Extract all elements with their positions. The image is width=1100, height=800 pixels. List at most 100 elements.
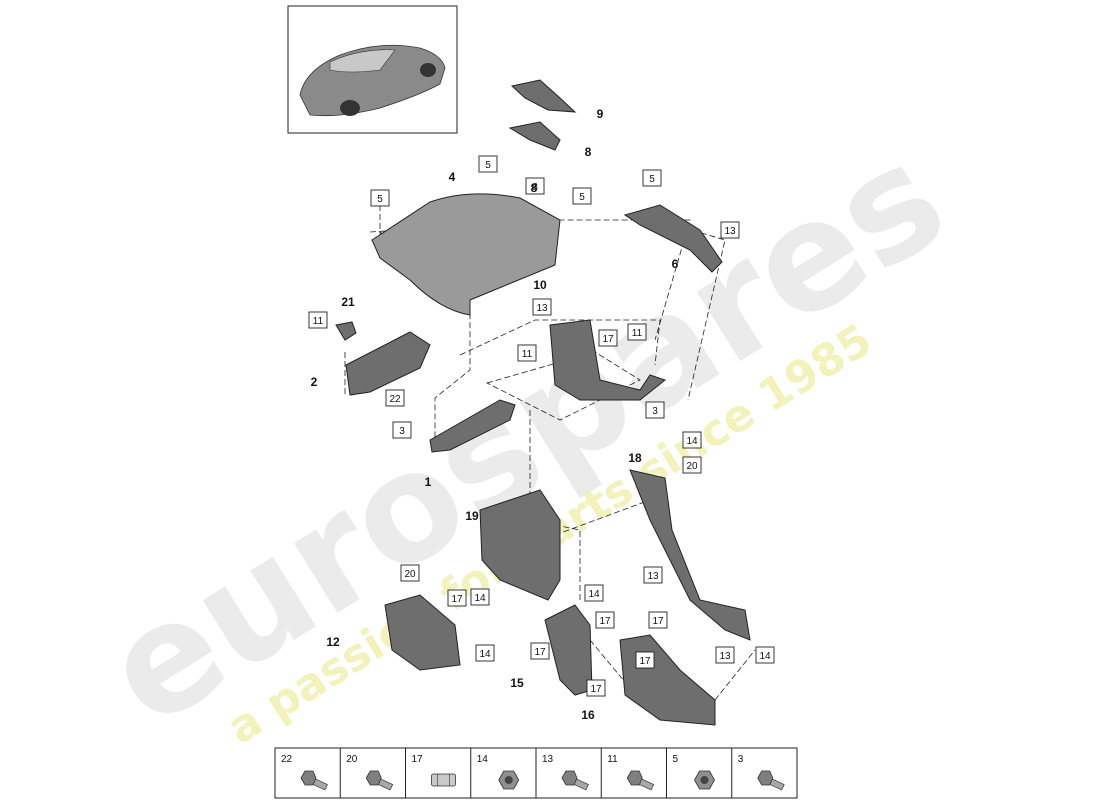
part-4-heat-shield: [371, 193, 561, 316]
callout-box-frame: [572, 187, 592, 205]
part-shapes: [335, 79, 751, 726]
callout-box: 3: [392, 421, 412, 439]
callout-box-frame: [682, 456, 702, 474]
callout-box-label: 17: [534, 647, 546, 658]
legend-cell: 13: [535, 748, 589, 798]
callout-box: 8: [525, 177, 545, 195]
callout-number: 4: [449, 170, 456, 184]
part-16: [619, 634, 716, 726]
part-9: [510, 79, 577, 113]
callout-box-label: 11: [313, 316, 324, 327]
callout-box: 13: [715, 646, 735, 664]
bolt-short-icon: [626, 770, 655, 791]
nut-icon: [694, 770, 715, 790]
callout-box: 14: [475, 644, 495, 662]
part-2: [345, 331, 431, 396]
callout-number: 10: [533, 278, 547, 292]
callout-box: 14: [755, 646, 775, 664]
part-6: [623, 204, 723, 273]
callout-box-frame: [627, 323, 647, 341]
callout-box-label: 11: [522, 349, 533, 360]
callout-box-frame: [478, 155, 498, 173]
callout-box-label: 17: [599, 616, 611, 627]
callout-box-frame: [642, 169, 662, 187]
callout-box-frame: [755, 646, 775, 664]
part-18: [629, 469, 751, 641]
callout-box: 17: [586, 679, 606, 697]
callout-box-label: 3: [652, 406, 658, 417]
callout-box-label: 11: [632, 328, 643, 339]
callout-box-label: 13: [647, 571, 659, 582]
callout-box-frame: [385, 389, 405, 407]
callout-box-frame: [635, 651, 655, 669]
callout-number: 6: [672, 257, 679, 271]
part-1: [429, 399, 516, 453]
callout-number: 21: [341, 295, 355, 309]
callout-box-label: 5: [377, 194, 383, 205]
callout-box-frame: [525, 177, 545, 195]
callout-box-label: 14: [588, 589, 600, 600]
callout-box-label: 8: [532, 182, 538, 193]
part-19: [479, 489, 561, 601]
legend-cell: 11: [600, 748, 655, 798]
callout-box: 11: [627, 323, 647, 341]
callout-box-label: 14: [474, 593, 486, 604]
callout-box: 14: [682, 431, 702, 449]
callout-box-frame: [648, 611, 668, 629]
hex-bolt-icon: [365, 770, 394, 791]
callout-box: 17: [530, 642, 550, 660]
callout-box-frame: [517, 344, 537, 362]
callout-box-label: 13: [536, 303, 548, 314]
callout-number: 2: [311, 375, 318, 389]
callout-box-label: 5: [649, 174, 655, 185]
legend-cell: 14: [470, 748, 520, 798]
part-8: [508, 121, 561, 151]
callout-box: 20: [400, 564, 420, 582]
callout-box: 13: [720, 221, 740, 239]
callout-box-frame: [682, 431, 702, 449]
nut-icon: [498, 770, 520, 790]
callout-box-label: 22: [389, 394, 401, 405]
callout-box-frame: [595, 611, 615, 629]
part-21-bolt: [335, 321, 357, 341]
callout-box: 22: [385, 389, 405, 407]
callout-box-frame: [715, 646, 735, 664]
callout-number: 16: [581, 708, 595, 722]
callout-number: 19: [465, 509, 479, 523]
legend-label: 5: [673, 754, 679, 765]
callout-box: 14: [584, 584, 604, 602]
callout-box-frame: [645, 401, 665, 419]
legend-label: 17: [412, 754, 424, 765]
callout-box-label: 13: [719, 651, 731, 662]
callout-box: 3: [645, 401, 665, 419]
callout-box-label: 17: [652, 616, 664, 627]
part-15: [544, 604, 593, 696]
callout-box-label: 14: [759, 651, 771, 662]
callout-box-frame: [643, 566, 663, 584]
part-10: [549, 319, 667, 401]
callout-box-label: 3: [399, 426, 405, 437]
vehicle-thumbnail: [287, 5, 458, 134]
callout-number: 8: [585, 145, 592, 159]
callout-box-frame: [370, 189, 390, 207]
legend-cell: 3: [731, 748, 785, 798]
callout-box-frame: [400, 564, 420, 582]
callout-box-frame: [598, 329, 618, 347]
legend-label: 14: [477, 754, 489, 765]
callout-box: 20: [682, 456, 702, 474]
callout-number: 15: [510, 676, 524, 690]
hex-bolt-icon: [561, 770, 589, 791]
callout-box: 13: [532, 298, 552, 316]
callout-box-frame: [392, 421, 412, 439]
legend-cell: 20: [339, 748, 394, 798]
part-12: [384, 594, 461, 671]
callout-box-label: 17: [451, 594, 463, 605]
clip-icon: [431, 773, 456, 787]
callout-box: 17: [595, 611, 615, 629]
callout-box-frame: [586, 679, 606, 697]
callout-box-frame: [584, 584, 604, 602]
callout-box-label: 14: [686, 436, 698, 447]
